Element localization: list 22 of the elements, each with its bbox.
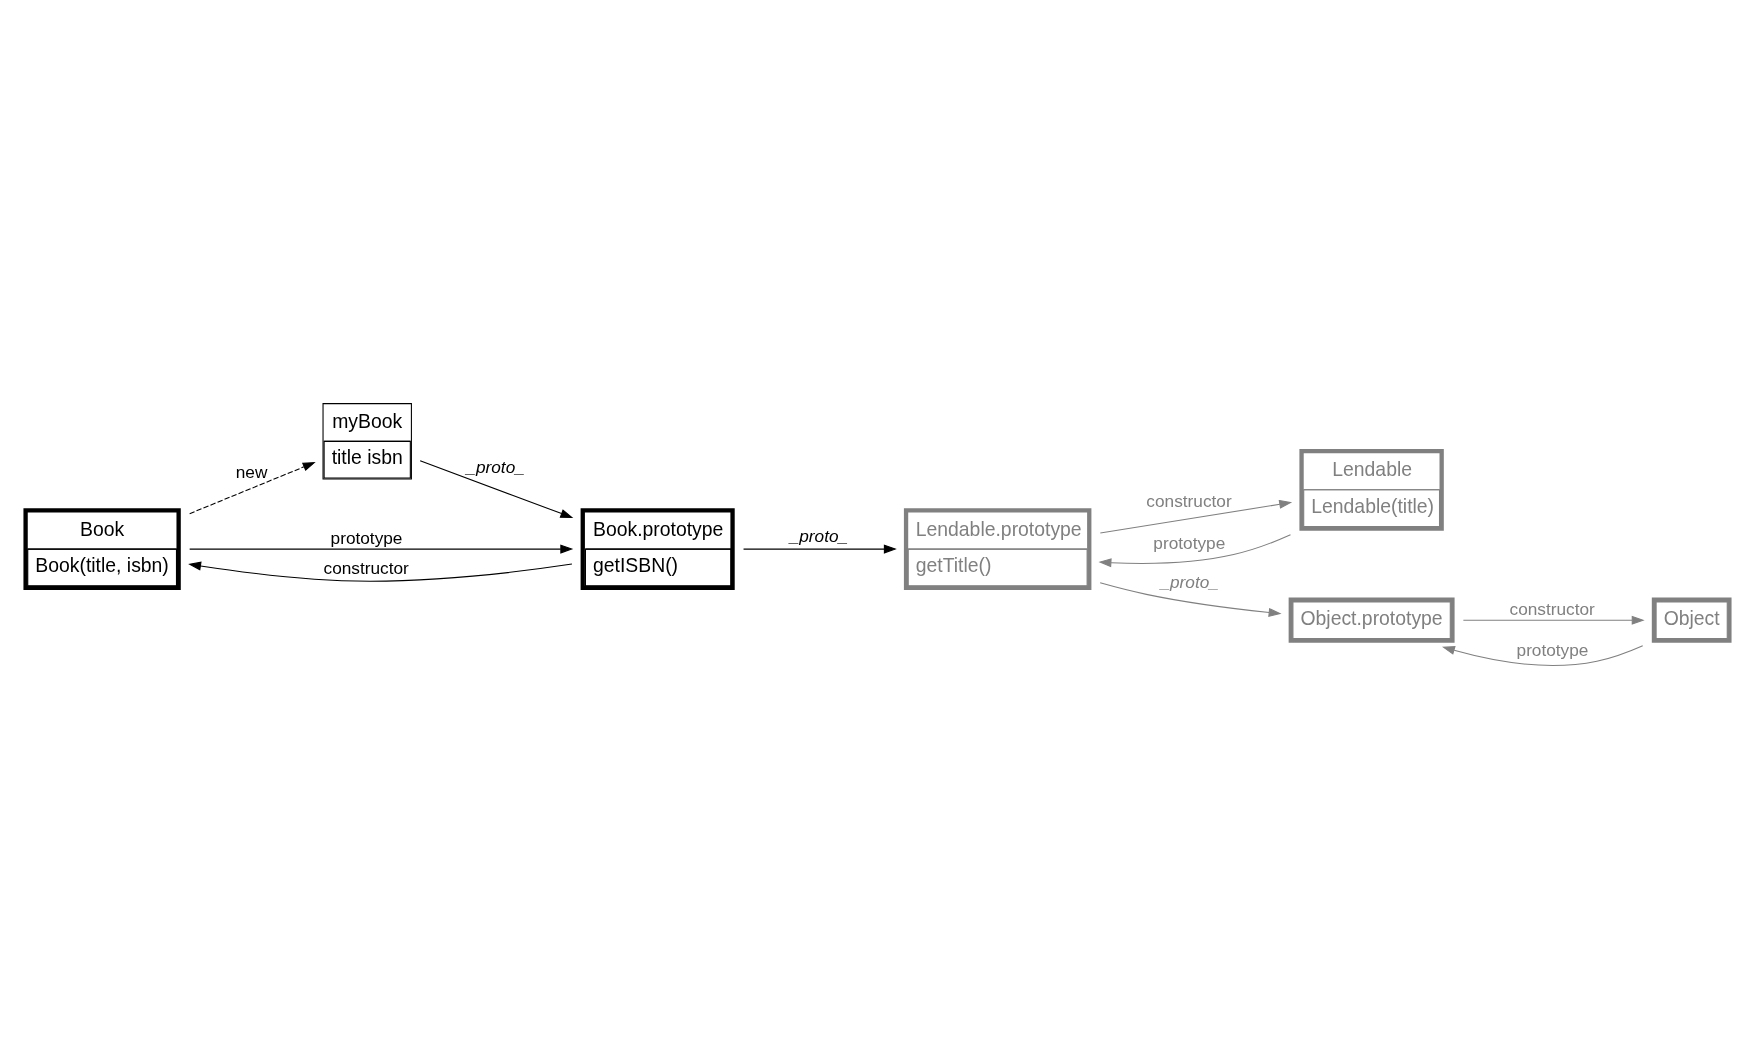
arrow <box>1441 644 1644 666</box>
edge-label: constructor <box>1509 598 1595 619</box>
arrow <box>1098 533 1292 567</box>
edge-label: constructor <box>1146 490 1232 511</box>
edge-label: prototype <box>1516 639 1589 660</box>
arrow <box>189 461 316 514</box>
edge-label: _proto_ <box>789 525 849 546</box>
node-box: Book Book(title, isbn) <box>23 507 181 590</box>
edge-label: _proto_ <box>1160 571 1219 592</box>
arrow <box>419 459 574 518</box>
arrow <box>743 544 897 554</box>
arrow <box>1099 499 1293 533</box>
edge-label: constructor <box>323 557 409 578</box>
arrow <box>1462 615 1645 625</box>
edge-label: _proto_ <box>466 456 525 477</box>
arrow <box>1099 581 1282 617</box>
arrow <box>189 544 574 554</box>
arrow <box>188 561 573 582</box>
edge-label: prototype <box>330 527 403 547</box>
node-box: Lendable.prototype getTitle() <box>903 507 1092 590</box>
edge-label: prototype <box>1153 532 1226 553</box>
edge-label: new <box>235 461 268 482</box>
